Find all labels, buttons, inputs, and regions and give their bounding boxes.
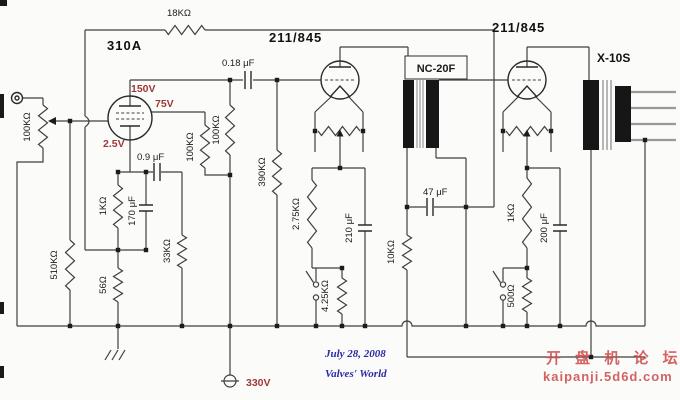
label-driver-tube: 310A — [107, 38, 142, 53]
bias2-body — [521, 177, 533, 249]
input-pot-body — [37, 104, 49, 149]
resistors — [37, 24, 549, 315]
annotation-credit: Valves' World — [325, 368, 387, 380]
bias1-bypass-cap — [358, 224, 372, 232]
pot-wipers — [48, 117, 531, 137]
ground-symbol — [104, 349, 126, 361]
cathode-fb-body — [112, 267, 124, 303]
ground-bus — [17, 320, 645, 327]
tube-driver-310a — [107, 95, 153, 141]
bias-switch-1[interactable] — [312, 281, 320, 301]
bias2-switch-res-body — [521, 277, 533, 313]
annotation-date: July 28, 2008 — [324, 348, 386, 360]
cathode-bypass-cap — [139, 204, 153, 212]
grid2-body — [271, 149, 283, 196]
plate-load-body — [224, 104, 236, 156]
label-coupling-cap: 0.18 μF — [222, 58, 255, 69]
label-bias1-switch-resistor: 4.25KΩ — [320, 280, 331, 312]
label-bias2-resistor: 1KΩ — [506, 204, 517, 223]
tube-power1-211 — [320, 60, 360, 100]
label-cathode1-resistor: 1KΩ — [98, 197, 109, 216]
hum-pot1-wiper-arrow — [336, 129, 344, 137]
interstage-label-box — [404, 55, 468, 80]
input-jack[interactable] — [10, 91, 24, 105]
label-power-tube-2: 211/845 — [492, 20, 545, 35]
label-cathode-bypass-cap: 170 μF — [127, 196, 138, 226]
label-grid-leak: 510KΩ — [49, 250, 60, 279]
label-screen-voltage: 75V — [155, 98, 174, 110]
label-cathode-fb-resistor: 56Ω — [98, 276, 109, 294]
label-grid2-resistor: 390KΩ — [257, 157, 268, 186]
label-feedback-resistor: 18KΩ — [167, 8, 191, 19]
label-screen-divider: 33KΩ — [162, 239, 173, 263]
volume-wiper-arrow — [48, 117, 56, 125]
bias1-body — [306, 179, 318, 249]
decouple-body — [401, 234, 413, 271]
label-cathode-voltage: 2.5V — [103, 138, 125, 150]
cathode1-body — [112, 184, 124, 229]
bias2-bypass-cap — [553, 224, 567, 232]
watermark-forum-url: kaipanji.5d6d.com — [543, 369, 673, 384]
label-supply-voltage: 330V — [246, 377, 271, 389]
labels: 18KΩ 310A 211/845 211/845 NC-20F X-10S 0… — [22, 8, 680, 389]
bias-switch-2[interactable] — [499, 281, 507, 301]
feedback-resistor-body — [164, 24, 206, 36]
label-plate-voltage: 150V — [131, 83, 156, 95]
capacitors — [139, 71, 567, 232]
scan-artifacts — [0, 0, 7, 378]
label-screen-bypass-cap: 0.9 μF — [137, 152, 164, 163]
label-decouple-resistor: 10KΩ — [386, 240, 397, 264]
interstage-transformer — [403, 55, 468, 148]
watermark-forum-name: 开 盘 机 论 坛 — [546, 349, 680, 367]
junction-dots — [67, 77, 648, 360]
screen-divider-body — [176, 234, 188, 269]
speaker-tap-lines — [631, 90, 676, 142]
grid-leak-body — [64, 239, 76, 291]
label-bias1-bypass-cap: 210 μF — [344, 213, 355, 243]
coupling-cap — [244, 71, 252, 89]
interstage-cap — [426, 198, 434, 216]
circuit-wiring — [16, 29, 646, 375]
screen-load-body — [199, 124, 211, 169]
label-bias2-switch-resistor: 500Ω — [506, 285, 517, 308]
screen-bypass-cap — [153, 163, 161, 181]
hum-pot1-body — [317, 125, 361, 137]
supply-terminal[interactable] — [221, 374, 239, 388]
label-bias1-resistor: 2.75KΩ — [291, 198, 302, 230]
label-power-tube-1: 211/845 — [269, 30, 322, 45]
hum-pot2-wiper-arrow — [523, 129, 531, 137]
label-interstage-transformer: NC-20F — [417, 63, 456, 75]
bias1-switch-res-body — [336, 277, 348, 315]
tube-power2-211 — [507, 60, 547, 100]
label-plate-load: 100KΩ — [211, 115, 222, 144]
label-bias2-bypass-cap: 200 μF — [539, 213, 550, 243]
label-output-transformer: X-10S — [597, 51, 630, 65]
label-screen-load: 100KΩ — [185, 132, 196, 161]
label-input-pot: 100KΩ — [22, 112, 33, 141]
output-transformer — [583, 80, 676, 150]
label-interstage-cap: 47 μF — [423, 187, 448, 198]
